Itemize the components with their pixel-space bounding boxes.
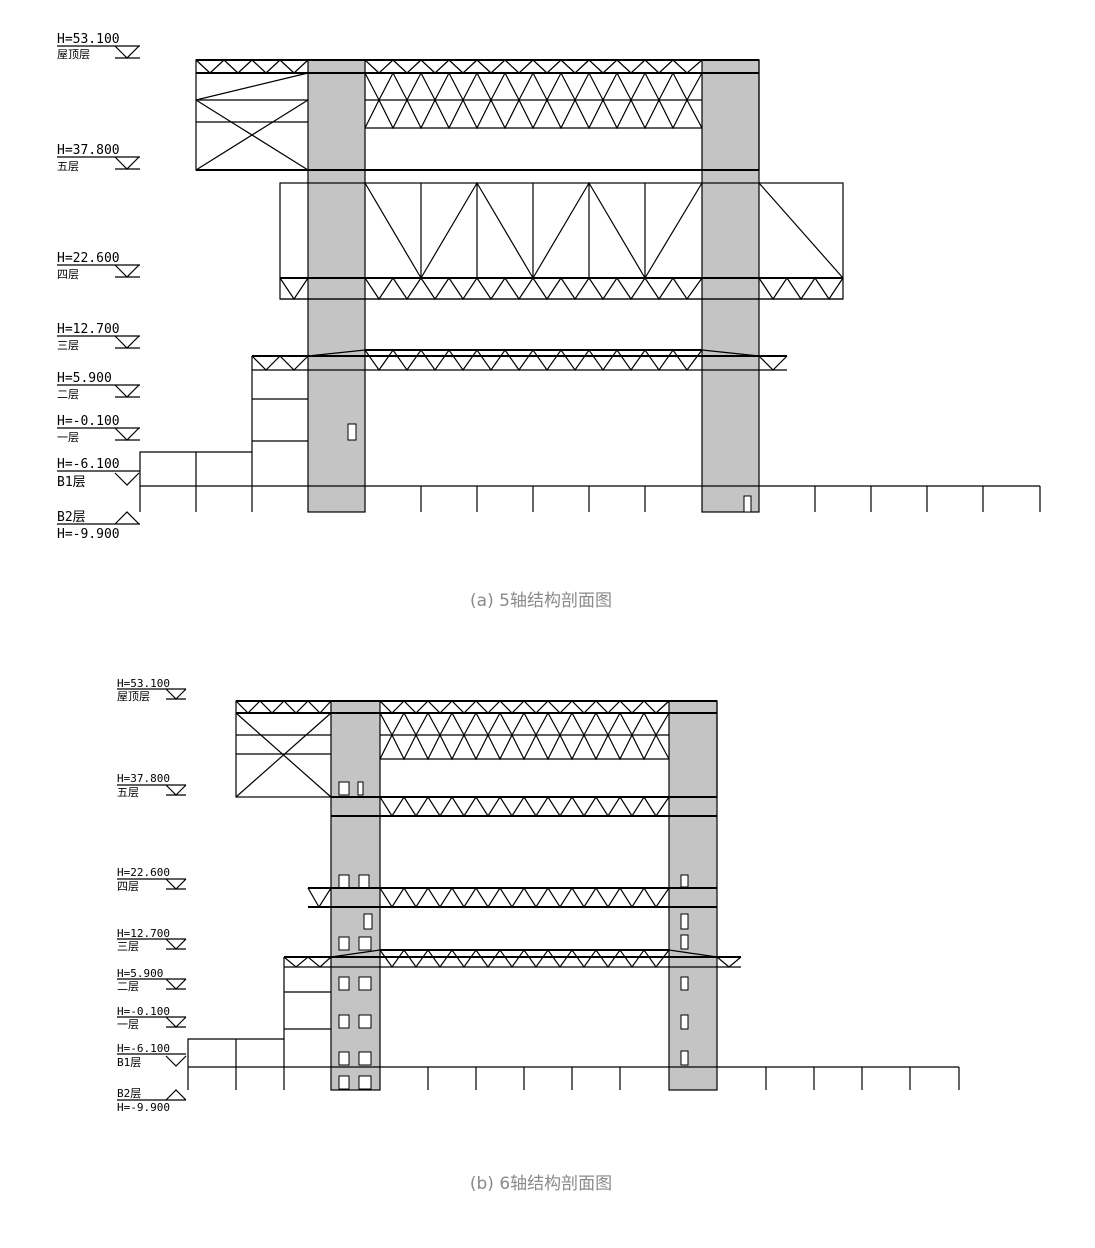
level-name: 一层 bbox=[117, 1018, 139, 1031]
level-elev: H=53.100 bbox=[117, 677, 170, 690]
level-name: B1层 bbox=[57, 475, 86, 490]
level-elev: H=5.900 bbox=[57, 371, 112, 386]
core-left bbox=[307, 59, 366, 513]
level-name: B2层 bbox=[57, 510, 86, 525]
mega-truss-a bbox=[279, 181, 844, 301]
podium-a bbox=[139, 356, 1041, 512]
core-openings-left bbox=[338, 781, 373, 1090]
panel-b-section: H=53.100 屋顶层 H=37.800 五层 H=22.600 四层 H=1… bbox=[117, 677, 960, 1194]
podium-b bbox=[187, 957, 960, 1090]
panel-a-level-labels: H=53.100 屋顶层 H=37.800 五层 H=22.600 四层 H=1… bbox=[57, 32, 140, 542]
core-opening bbox=[743, 495, 752, 513]
lower-truss-a bbox=[251, 348, 788, 372]
level-elev: H=22.600 bbox=[57, 251, 120, 266]
level-elev: H=22.600 bbox=[117, 866, 170, 879]
panel-b-level-labels: H=53.100 屋顶层 H=37.800 五层 H=22.600 四层 H=1… bbox=[117, 677, 187, 1114]
level-elev: H=-9.900 bbox=[57, 527, 120, 542]
core-right bbox=[701, 59, 760, 513]
level-name: B2层 bbox=[117, 1087, 141, 1100]
level-elev: H=-0.100 bbox=[117, 1005, 170, 1018]
core-right bbox=[668, 700, 718, 1091]
level-name: 五层 bbox=[57, 160, 79, 173]
level-name: B1层 bbox=[117, 1056, 141, 1069]
level-name: 三层 bbox=[117, 940, 139, 953]
level-elev: H=-0.100 bbox=[57, 414, 120, 429]
panel-a-section: H=53.100 屋顶层 H=37.800 五层 H=22.600 四层 H=1… bbox=[57, 32, 1041, 611]
level-elev: H=-6.100 bbox=[117, 1042, 170, 1055]
roof-truss-b bbox=[235, 700, 718, 818]
level-name: 屋顶层 bbox=[117, 690, 150, 703]
level-elev: H=37.800 bbox=[57, 143, 120, 158]
level-name: 二层 bbox=[57, 388, 79, 401]
level-elev: H=12.700 bbox=[57, 322, 120, 337]
level-name: 五层 bbox=[117, 786, 139, 799]
lower-truss-b bbox=[283, 948, 742, 969]
core-openings-right bbox=[680, 874, 689, 1066]
roof-truss-a bbox=[195, 59, 760, 171]
level-elev: H=53.100 bbox=[57, 32, 120, 47]
level-name: 一层 bbox=[57, 431, 79, 444]
core-opening bbox=[347, 423, 357, 441]
level-elev: H=12.700 bbox=[117, 927, 170, 940]
level-elev: H=5.900 bbox=[117, 967, 163, 980]
level-name: 二层 bbox=[117, 980, 139, 993]
level-elev: H=-6.100 bbox=[57, 457, 120, 472]
level-name: 四层 bbox=[117, 880, 139, 893]
panel-b-caption: (b) 6轴结构剖面图 bbox=[470, 1174, 612, 1194]
level-name: 屋顶层 bbox=[57, 48, 90, 61]
level-name: 三层 bbox=[57, 339, 79, 352]
panel-a-caption: (a) 5轴结构剖面图 bbox=[470, 591, 612, 611]
level-name: 四层 bbox=[57, 268, 79, 281]
core-left bbox=[330, 700, 381, 1091]
level-elev: H=37.800 bbox=[117, 772, 170, 785]
mid-truss-b bbox=[307, 886, 717, 909]
level-elev: H=-9.900 bbox=[117, 1101, 170, 1114]
